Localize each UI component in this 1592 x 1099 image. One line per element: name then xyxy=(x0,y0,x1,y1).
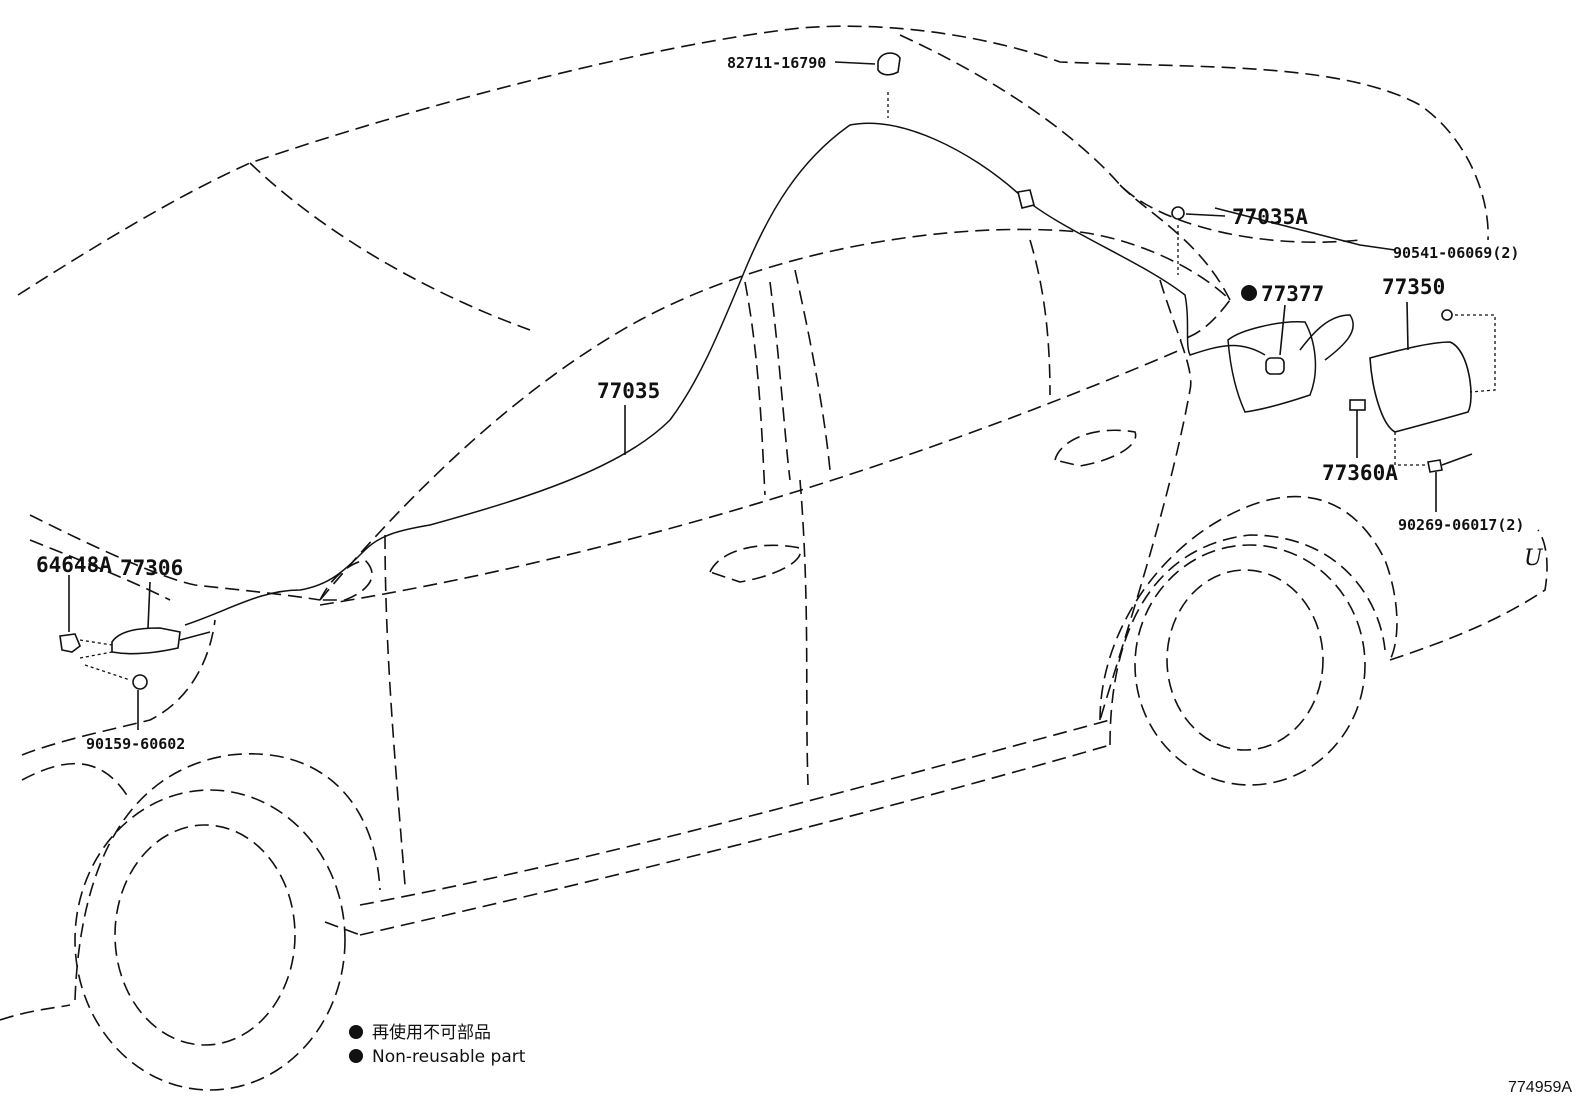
figure-id: 774959A xyxy=(1508,1079,1572,1096)
fuel-lid-77350 xyxy=(1369,314,1496,466)
grommet-icon xyxy=(1017,189,1035,209)
label-77360a: 77360A xyxy=(1322,461,1398,485)
label-82711-16790: 82711-16790 xyxy=(727,54,826,72)
legend-dot-icon-en xyxy=(349,1049,363,1063)
non-reusable-mark-icon xyxy=(1241,285,1257,301)
cushion-icon xyxy=(1441,309,1453,321)
legend-text-en: Non-reusable part xyxy=(372,1047,526,1067)
release-cable-77035 xyxy=(184,122,1266,626)
legend-text-jp: 再使用不可部品 xyxy=(372,1022,491,1043)
label-90159-60602: 90159-60602 xyxy=(86,735,185,753)
label-90269-06017: 90269-06017(2) xyxy=(1398,516,1524,534)
spring-icon xyxy=(1349,399,1366,411)
label-90541-06069: 90541-06069(2) xyxy=(1393,244,1519,262)
small-parts xyxy=(59,52,1473,690)
part-labels: 82711-16790 77035A 90541-06069(2) 77377 … xyxy=(36,54,1524,753)
clamp-icon xyxy=(877,52,901,76)
lever-housing-icon xyxy=(111,627,181,655)
screw-icon-front xyxy=(132,674,148,690)
legend-dot-icon-jp xyxy=(349,1025,363,1039)
label-64648a: 64648A xyxy=(36,553,112,577)
label-77035a: 77035A xyxy=(1232,205,1308,229)
screw-icon xyxy=(1427,459,1443,473)
label-77306: 77306 xyxy=(120,556,183,580)
car-body-outline xyxy=(0,25,1548,1091)
label-77350: 77350 xyxy=(1382,275,1445,299)
bracket-icon xyxy=(59,633,81,653)
fuel-filler-opening xyxy=(1227,314,1354,413)
leader-lines xyxy=(68,61,1437,730)
label-77377: 77377 xyxy=(1261,282,1324,306)
clip-icon xyxy=(1171,206,1185,220)
lock-actuator-icon xyxy=(1265,357,1285,375)
label-77035: 77035 xyxy=(597,379,660,403)
legend: 再使用不可部品 Non-reusable part xyxy=(349,1022,526,1067)
corner-mark: U xyxy=(1524,546,1544,571)
